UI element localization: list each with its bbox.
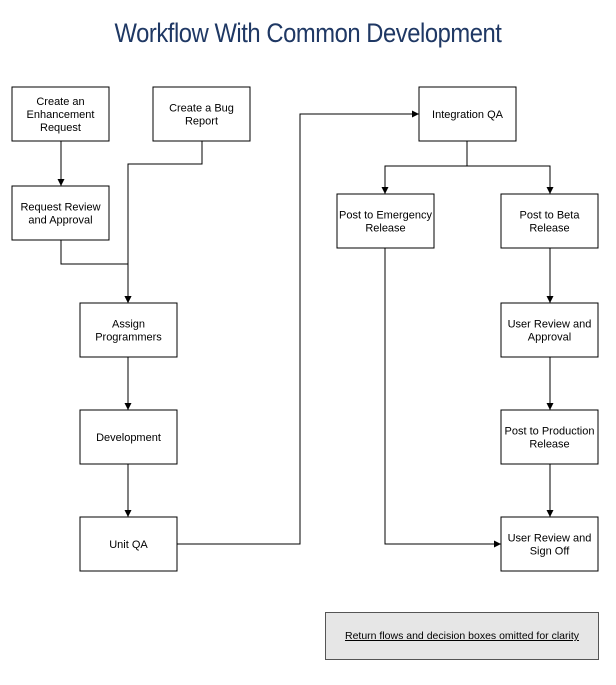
node-box: [500, 193, 599, 249]
node-label: Post to Emergency: [339, 210, 432, 222]
arrow-integration-to-beta: [466, 141, 554, 194]
node-label: Request Review: [20, 202, 100, 214]
node-label: User Review and: [508, 319, 592, 331]
arrow-review-to-assign: [60, 240, 132, 303]
arrow-bug-to-assign: [124, 141, 203, 303]
node-box: [336, 193, 435, 249]
node-label: Post to Beta: [520, 210, 581, 222]
node-label: Release: [529, 439, 569, 451]
node-label: Report: [185, 116, 218, 128]
node-label: Unit QA: [109, 539, 148, 551]
node-unitqa: Unit QA: [79, 516, 178, 572]
node-box: [500, 409, 599, 465]
node-box: [500, 516, 599, 572]
diagram-title: Workflow With Common Development: [114, 18, 502, 48]
node-label: Assign: [112, 319, 145, 331]
node-label: Development: [96, 432, 161, 444]
node-integration: Integration QA: [418, 86, 517, 142]
node-label: User Review and: [508, 533, 592, 545]
node-box: [11, 185, 110, 241]
node-label: Sign Off: [530, 546, 570, 558]
node-box: [79, 516, 178, 572]
node-label: Post to Production: [505, 426, 595, 438]
node-label: Programmers: [95, 332, 162, 344]
node-label: Integration QA: [432, 109, 504, 121]
node-label: and Approval: [28, 215, 92, 227]
arrow-emergency-to-signoff: [384, 248, 501, 548]
node-box: [79, 409, 178, 465]
footnote-box: Return flows and decision boxes omitted …: [325, 612, 599, 660]
node-label: Create a Bug: [169, 103, 234, 115]
node-development: Development: [79, 409, 178, 465]
node-box: [500, 302, 599, 358]
arrow-unitqa-to-integration: [177, 110, 419, 545]
node-box: [11, 86, 110, 142]
node-label: Release: [365, 223, 405, 235]
footnote-text: Return flows and decision boxes omitted …: [344, 630, 580, 642]
node-label: Create an: [36, 96, 84, 108]
arrow-integration-to-emergency: [381, 141, 468, 194]
node-label: Enhancement: [27, 109, 95, 121]
node-label: Release: [529, 223, 569, 235]
node-label: Request: [40, 122, 81, 134]
node-box: [152, 86, 251, 142]
node-label: Approval: [528, 332, 571, 344]
node-box: [418, 86, 517, 142]
node-box: [79, 302, 178, 358]
edges: [57, 110, 554, 548]
